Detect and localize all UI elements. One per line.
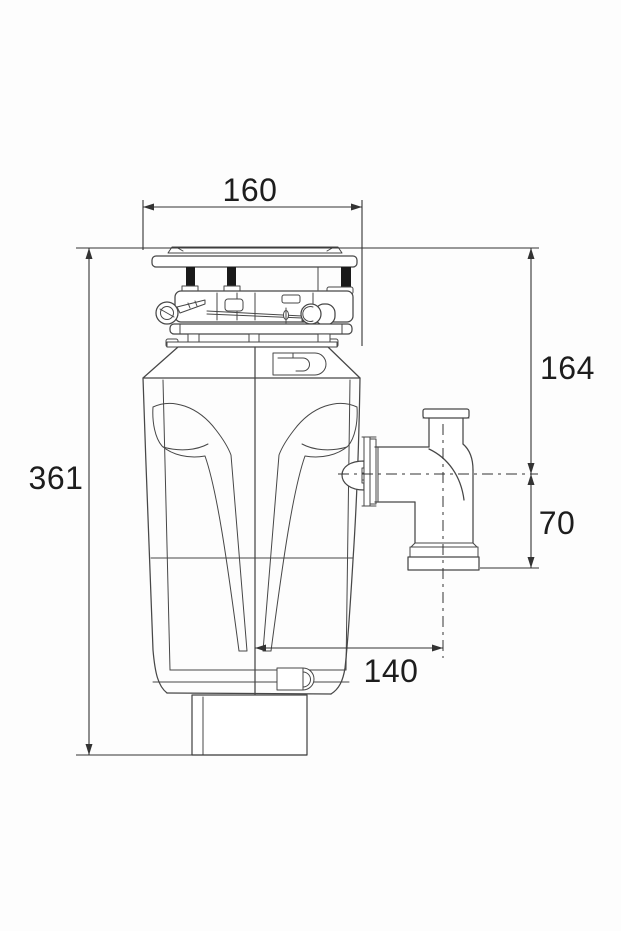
body-left-inner-edge [162,379,171,671]
centerlines [338,424,538,658]
body-right-inner-edge [345,379,351,671]
right-wing [262,403,358,652]
arrowhead [527,557,535,568]
mount-clamp [341,460,365,491]
dimension-outlet-drop: 70 [480,474,576,569]
coupling-chamfer-left [410,542,416,548]
mounting-stud-center [227,267,236,290]
cam-roller-right-inner [302,306,314,322]
base-block [191,694,308,756]
dimension-center-to-outlet: 140 [255,644,443,689]
hopper-shoulder [142,346,361,379]
sink-flange-assembly [151,246,358,291]
body-left-edge [142,377,168,694]
outlet-silhouette [375,409,479,570]
ring-foot-left [187,333,200,343]
dimension-label: 140 [364,653,419,689]
dimension-top-width: 160 [142,172,363,346]
arrowhead [351,203,362,211]
body-right-edge [330,377,361,695]
mounting-stud-left [186,267,195,290]
ring-detail-block-1 [224,298,244,312]
shoulder-badge-inner [277,357,310,372]
coupling-chamfer-right [472,542,478,548]
cord-port-detail [276,667,315,691]
cord-port-inner-arc [302,671,311,688]
right-wing-accent [301,443,348,451]
arrowhead [255,644,266,652]
sink-flange-plate [151,255,358,268]
shoulder-badge-outer [272,352,327,376]
lever-tick-2 [194,300,198,307]
ring-detail-block-2 [281,294,301,304]
lever-tick-1 [187,302,191,309]
dimension-label: 361 [29,460,84,496]
elbow-outer-bend [462,443,474,471]
support-ring [169,323,353,335]
arrowhead [85,744,93,755]
dimension-label: 164 [540,350,595,386]
motor-base [191,694,308,756]
outlet-flange-layer-2 [369,438,377,505]
dimension-flange-to-outlet: 164 [527,248,595,474]
arrowhead [85,248,93,259]
dishwasher-inlet-rim [422,408,470,419]
body-bottom-edge [166,692,332,695]
hopper-body [142,338,361,696]
left-wing-accent [162,443,209,451]
dimension-label: 160 [223,172,278,208]
outlet-assembly [341,408,480,571]
mounting-ring-assembly [155,285,354,343]
left-wing [152,403,248,652]
mounting-stud-right [341,267,351,290]
arrowhead [527,248,535,259]
elbow-inner-bend [428,448,465,501]
outlet-flange-layer-1 [363,436,371,507]
arrowhead [527,463,535,474]
ring-foot-center [248,333,260,343]
arrowhead [527,474,535,485]
hopper-top-bar [166,341,338,348]
arrowhead [143,203,154,211]
dimension-overall-height: 361 [29,247,539,756]
cam-slot [159,308,175,318]
dimension-label: 70 [539,505,576,541]
arrowhead [432,644,443,652]
ring-foot-right [317,333,331,343]
